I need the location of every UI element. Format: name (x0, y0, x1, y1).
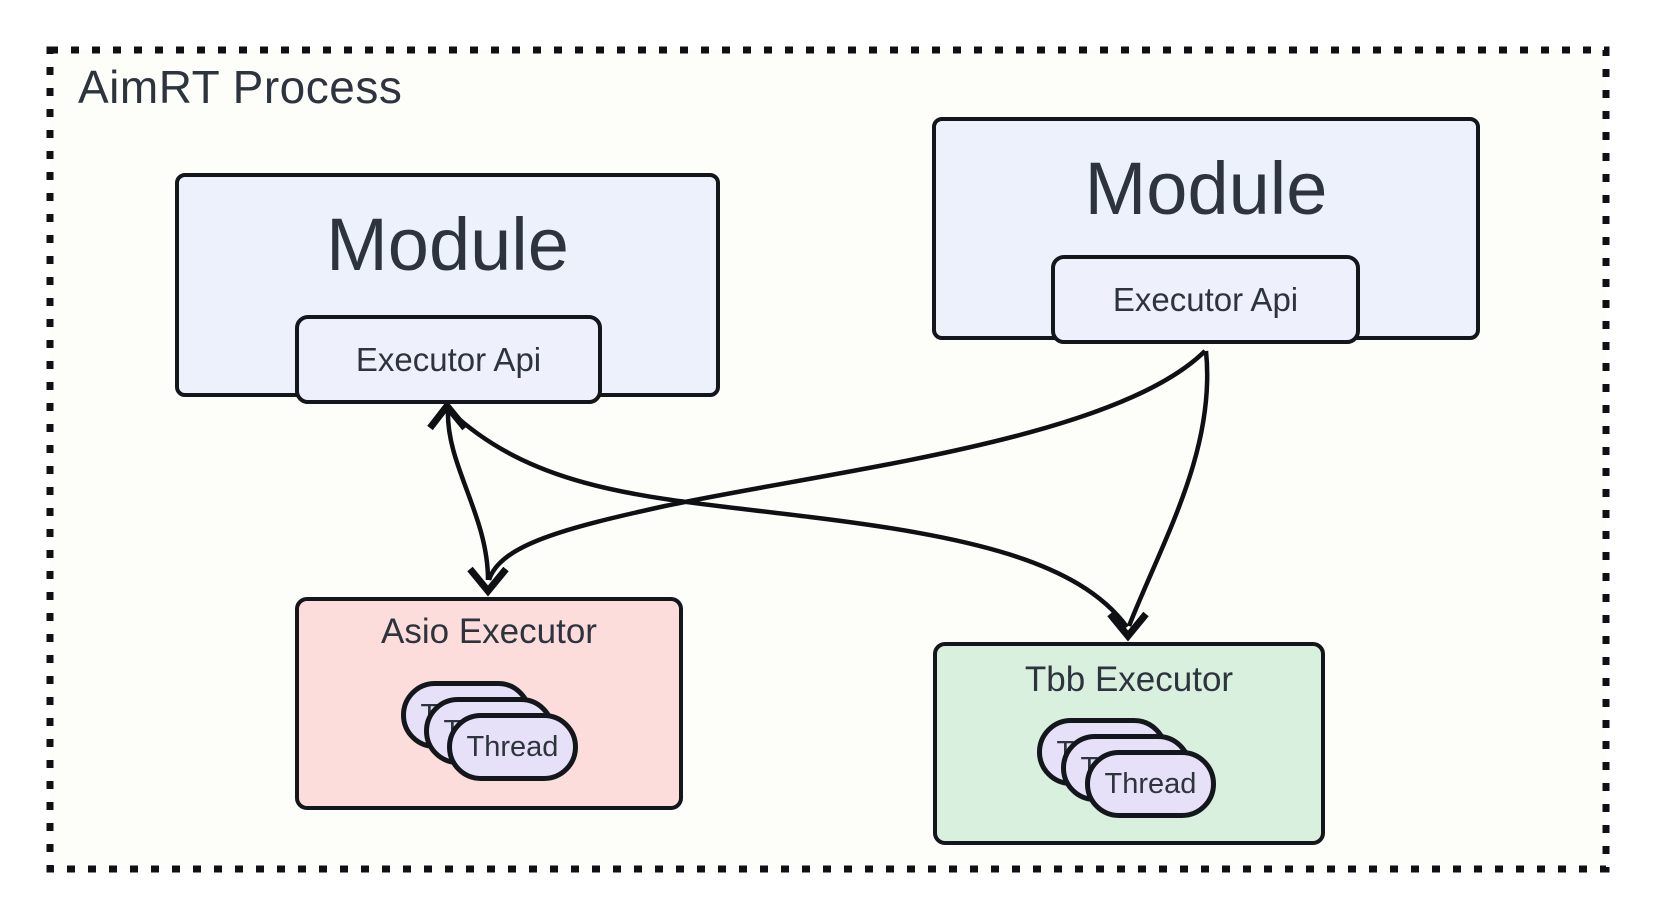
process-title: AimRT Process (78, 61, 403, 113)
module-left-title: Module (326, 202, 569, 286)
arrowhead-down-into-tbb (1107, 611, 1149, 642)
thread-pill: Thread (447, 713, 578, 781)
thread-pill-label: Thread (466, 730, 559, 763)
module-right-title: Module (1084, 146, 1328, 230)
thread-pill: Thread (1085, 750, 1216, 818)
module-left-executor-api-label: Executor Api (355, 340, 542, 378)
module-right-executor-api-label: Executor Api (1112, 280, 1299, 318)
thread-pill-label: Thread (1104, 767, 1197, 800)
module-right-executor-api: Executor Api (1051, 255, 1360, 344)
edge-right-api-to-asio (486, 349, 1207, 581)
module-left-executor-api: Executor Api (295, 315, 602, 404)
edge-left-api-to-tbb (448, 409, 1129, 629)
tbb-executor: Tbb Executor Thread Thread Thread (933, 642, 1325, 845)
arrowhead-down-into-asio (467, 566, 509, 597)
edge-left-api-to-asio (445, 409, 491, 581)
asio-executor: Asio Executor Thread Thread Thread (295, 597, 683, 810)
edge-right-api-to-tbb (1126, 350, 1210, 627)
arrowhead-up-into-left-api (427, 400, 468, 431)
asio-executor-title: Asio Executor (381, 612, 597, 651)
tbb-executor-title: Tbb Executor (1024, 660, 1234, 699)
